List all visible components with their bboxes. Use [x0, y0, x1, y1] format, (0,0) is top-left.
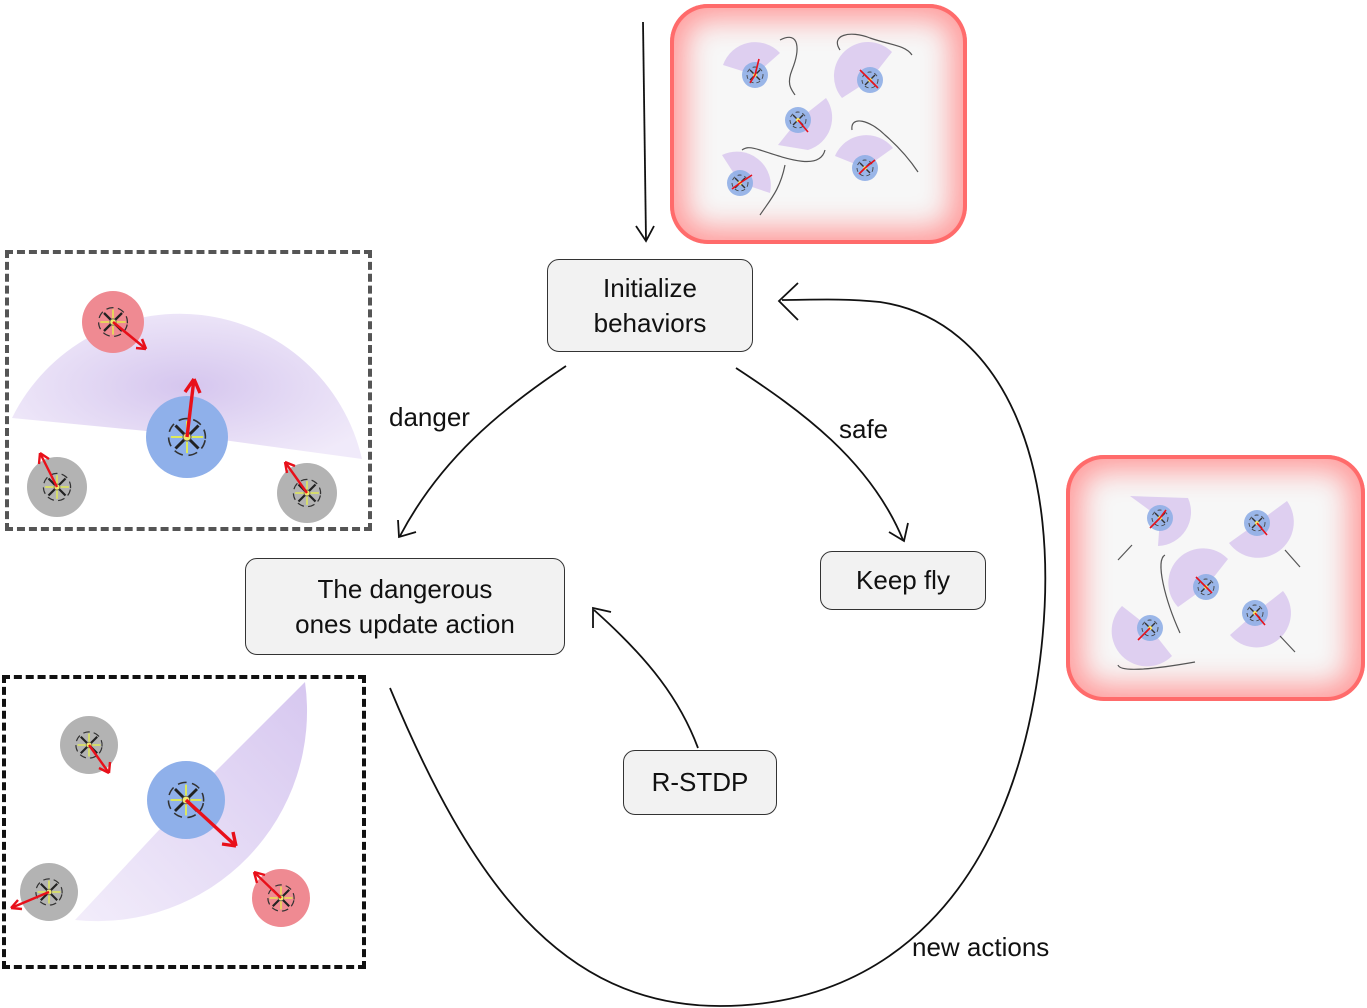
new-actions-edge-label: new actions — [912, 932, 1050, 962]
danger-edge — [397, 365, 567, 539]
node-label-line: behaviors — [593, 307, 707, 338]
new-actions-edge — [389, 282, 1047, 1007]
swarm-initial-scene — [722, 33, 919, 216]
danger-scene-before — [12, 291, 362, 523]
node-label-line: Initialize — [603, 272, 697, 303]
node-label: Keep fly — [856, 565, 950, 595]
focus-drone-icon — [146, 378, 228, 478]
keep-fly-node: Keep fly — [820, 551, 986, 610]
initialize-behaviors-node: Initialize behaviors — [547, 259, 753, 352]
node-label-line: ones update action — [295, 608, 515, 639]
swarm-keep-fly-panel — [1066, 455, 1365, 701]
danger-edge-label: danger — [389, 402, 470, 432]
node-label-line: The dangerous — [317, 573, 493, 604]
danger-drone-icon — [82, 291, 148, 353]
node-label: R-STDP — [651, 767, 749, 797]
safe-edge — [735, 367, 909, 543]
safe-edge-label: safe — [839, 414, 889, 444]
rstdp-edge — [592, 606, 699, 749]
focus-drone-icon — [147, 761, 238, 848]
dangerous-update-node: The dangerous ones update action — [245, 558, 565, 655]
entry-arrow — [635, 21, 655, 243]
neighbor-drone-icon — [27, 452, 87, 517]
danger-drone-icon — [252, 869, 310, 927]
neighbor-drone-icon — [277, 460, 337, 523]
neighbor-drone-icon — [60, 716, 118, 775]
rstdp-node: R-STDP — [623, 750, 777, 815]
neighbor-drone-icon — [10, 863, 78, 921]
swarm-keep-fly-scene — [1111, 496, 1301, 670]
flow-arrows — [389, 21, 1047, 1007]
danger-scene-after — [10, 682, 310, 927]
